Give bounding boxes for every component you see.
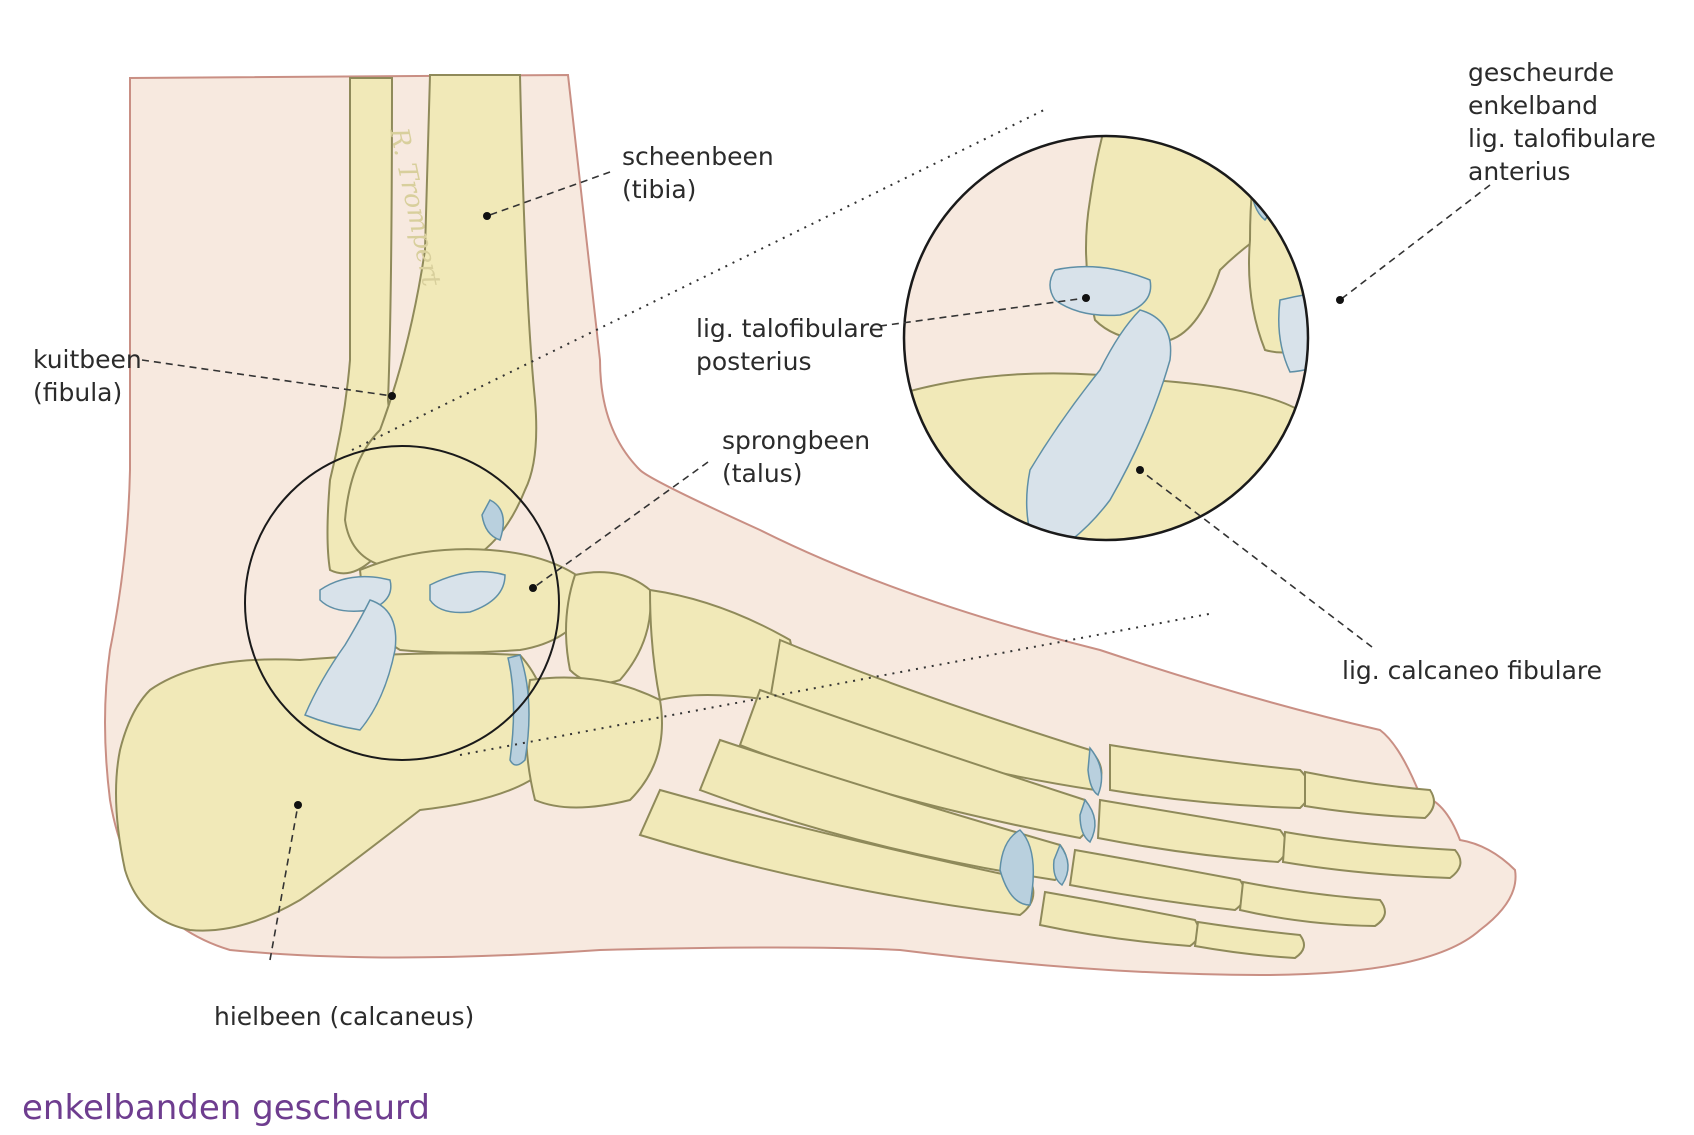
ankle-ligaments (304, 570, 506, 731)
zoom-inset-border (902, 134, 1310, 542)
label-lig-calcaneo-fibulare: lig. calcaneo fibulare (1342, 654, 1602, 687)
label-lig-tfa-line4: anterius (1468, 157, 1571, 186)
label-lig-talofibulare-anterius: gescheurde enkelband lig. talofibulare a… (1468, 56, 1656, 188)
label-talus: sprongbeen (talus) (722, 424, 870, 490)
metatarsal-4 (638, 788, 1035, 917)
figure-caption: enkelbanden gescheurd (22, 1088, 431, 1128)
label-fibula-line1: kuitbeen (33, 345, 142, 374)
label-lig-talofibulare-posterius: lig. talofibulare posterius (696, 312, 884, 378)
label-lig-tfp-line2: posterius (696, 347, 812, 376)
label-lig-tfp-line1: lig. talofibulare (696, 314, 884, 343)
label-fibula: kuitbeen (fibula) (33, 343, 142, 409)
label-calcaneus-line1: hielbeen (calcaneus) (214, 1002, 475, 1031)
label-lig-cf-line1: lig. calcaneo fibulare (1342, 656, 1603, 685)
ankle-magnifier-circle (244, 445, 560, 761)
cuboid-bone (525, 676, 663, 809)
label-calcaneus: hielbeen (calcaneus) (214, 1000, 474, 1033)
cartilage-accents (481, 499, 1103, 906)
anchor-dots (294, 212, 1344, 809)
toe-phalanges (1038, 743, 1462, 960)
label-talus-line2: (talus) (722, 459, 803, 488)
label-fibula-line2: (fibula) (33, 378, 123, 407)
ligament-tear-mark (1312, 275, 1328, 382)
label-lig-tfa-line1: gescheurde (1468, 58, 1615, 87)
label-lig-tfa-line3: lig. talofibulare (1468, 124, 1656, 153)
label-lig-tfa-line2: enkelband (1468, 91, 1599, 120)
navicular-bone (565, 571, 652, 685)
leader-lines (141, 171, 1491, 961)
label-tibia: scheenbeen (tibia) (622, 140, 774, 206)
label-tibia-line1: scheenbeen (622, 142, 774, 171)
label-tibia-line2: (tibia) (622, 175, 697, 204)
zoom-connector-top (351, 109, 1045, 451)
label-talus-line1: sprongbeen (722, 426, 871, 455)
